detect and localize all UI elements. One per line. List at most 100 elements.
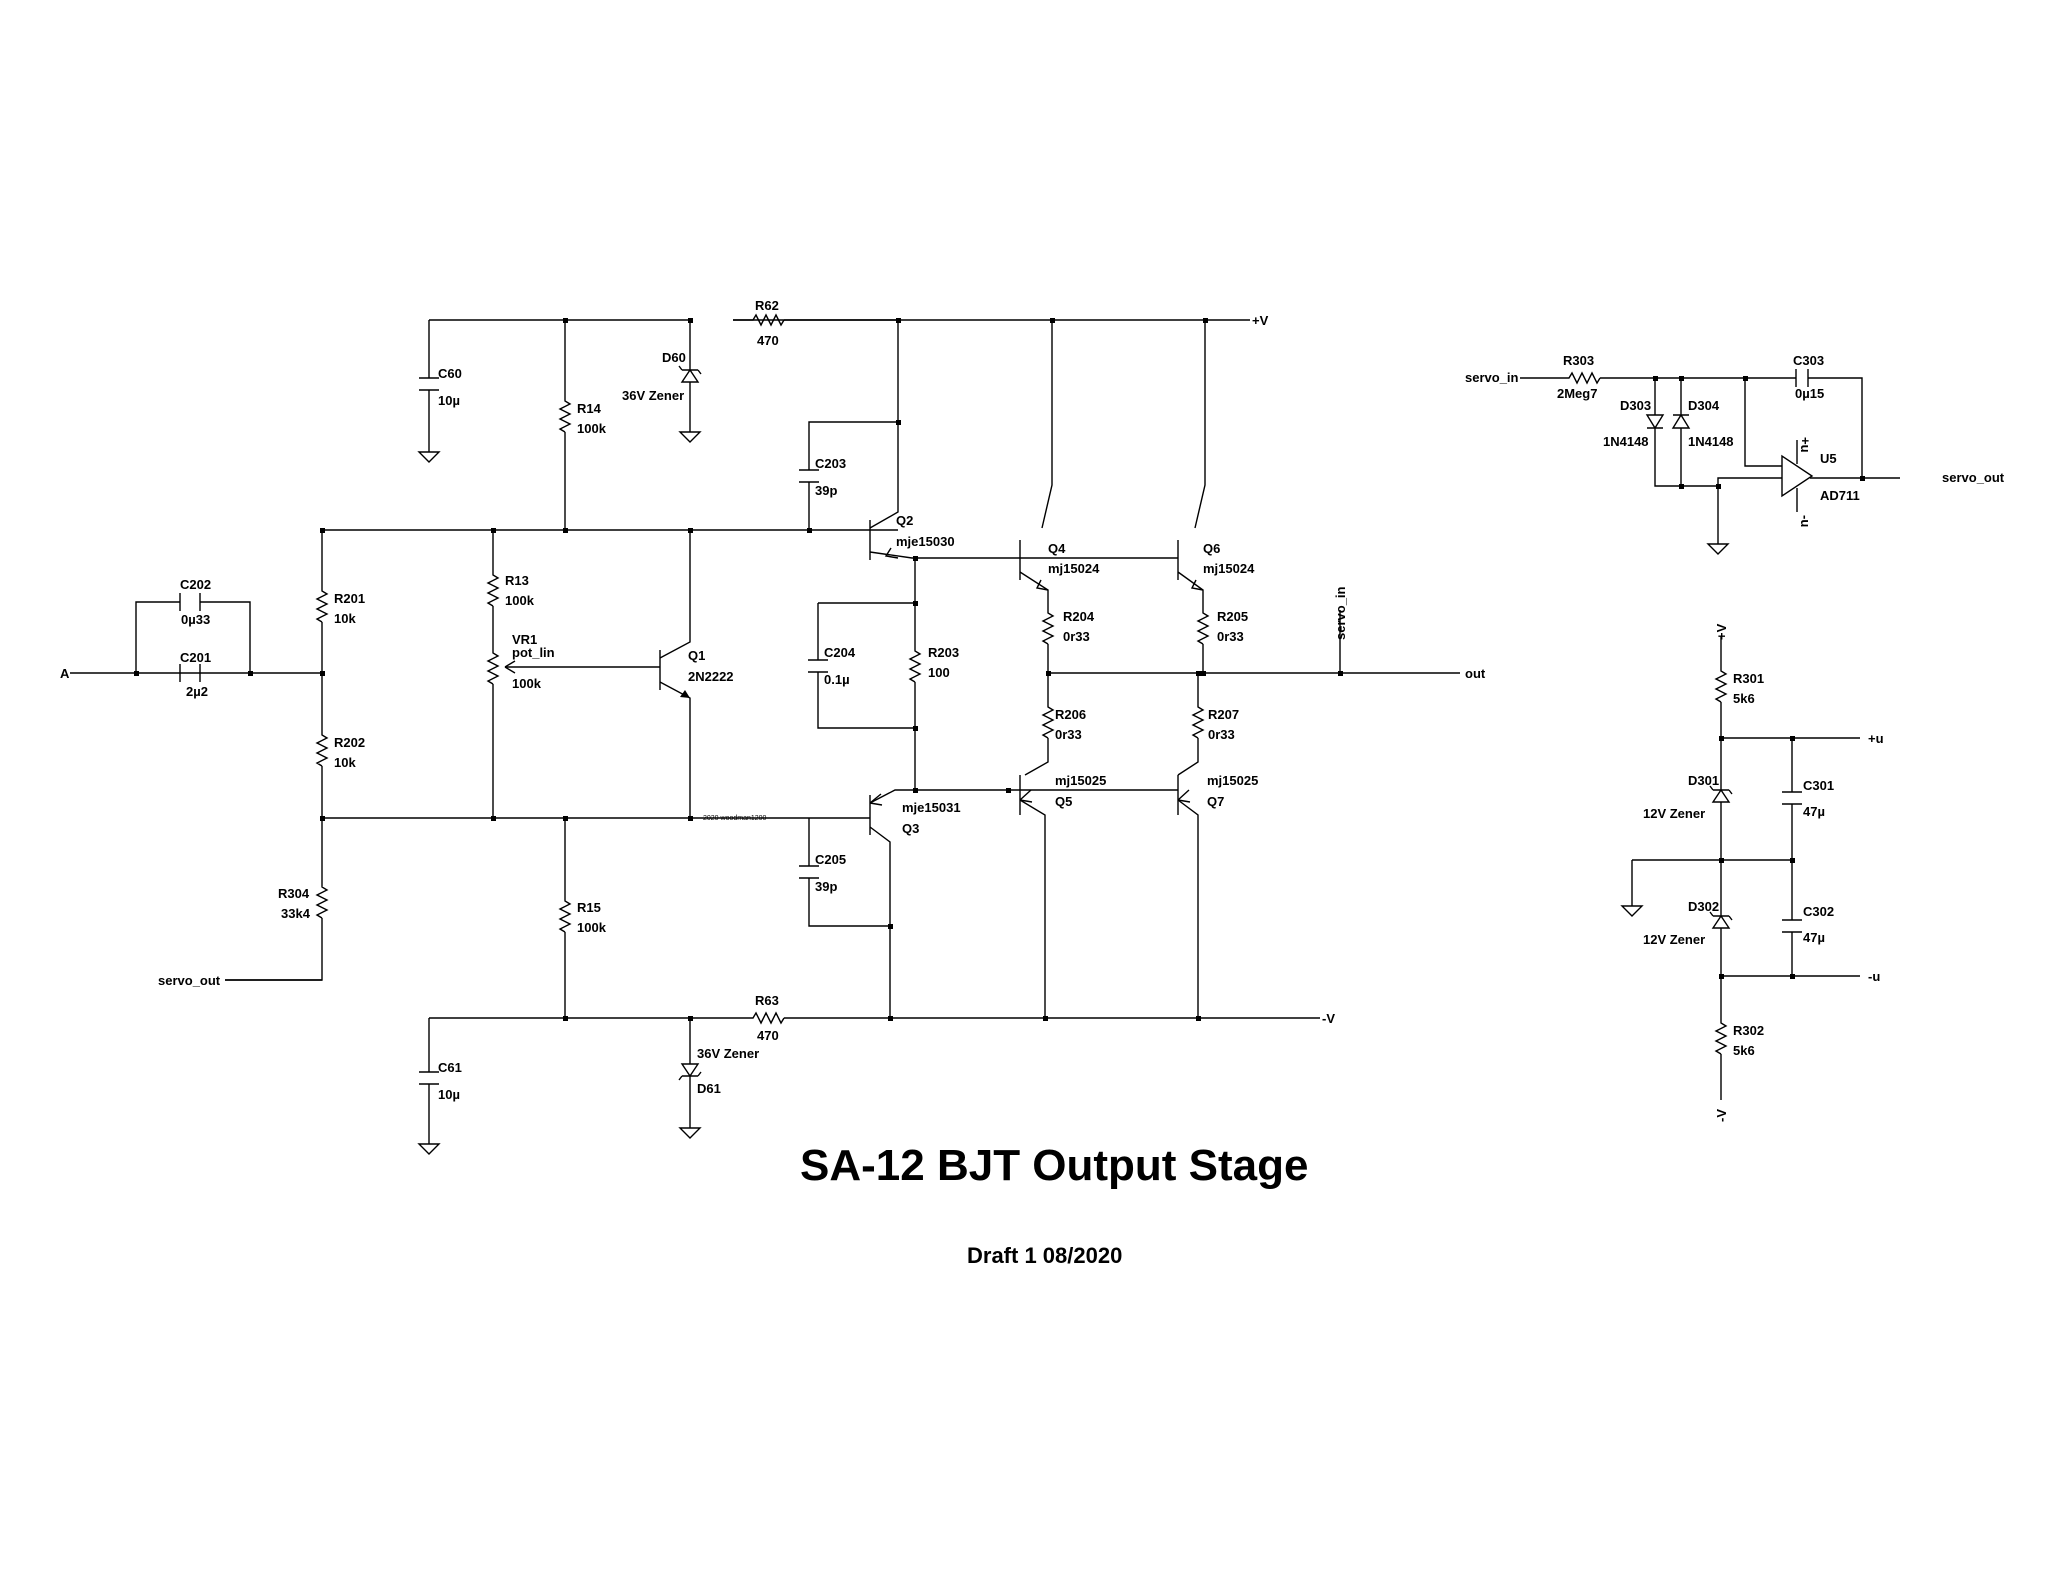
- junction-dots: [134, 318, 1343, 1021]
- c303-ref: C303: [1793, 353, 1824, 368]
- component-labels: +V -V A out servo_out servo_in servo_in …: [60, 298, 2005, 1122]
- q2-value: mje15030: [896, 534, 955, 549]
- r301-value: 5k6: [1733, 691, 1755, 706]
- c60-value: 10µ: [438, 393, 460, 408]
- q4-value: mj15024: [1048, 561, 1100, 576]
- r13-ref: R13: [505, 573, 529, 588]
- q7-ref: Q7: [1207, 794, 1224, 809]
- c303-value: 0µ15: [1795, 386, 1824, 401]
- c301-value: 47µ: [1803, 804, 1825, 819]
- vr1-ref: VR1: [512, 632, 537, 647]
- u5-value: AD711: [1820, 488, 1860, 503]
- r302-ref: R302: [1733, 1023, 1764, 1038]
- c302-value: 47µ: [1803, 930, 1825, 945]
- d301-ref: D301: [1688, 773, 1719, 788]
- c204-value: 0.1µ: [824, 672, 850, 687]
- net-label-servo-out-main: servo_out: [158, 973, 221, 988]
- q6-ref: Q6: [1203, 541, 1220, 556]
- r201-value: 10k: [334, 611, 356, 626]
- net-label-servo-in: servo_in: [1465, 370, 1519, 385]
- c203-value: 39p: [815, 483, 837, 498]
- q7-value: mj15025: [1207, 773, 1258, 788]
- r301-ref: R301: [1733, 671, 1764, 686]
- c201-ref: C201: [180, 650, 211, 665]
- d304-value: 1N4148: [1688, 434, 1734, 449]
- r62-ref: R62: [755, 298, 779, 313]
- watermark: 2020 woodman1200: [703, 815, 767, 822]
- r303-value: 2Meg7: [1557, 386, 1597, 401]
- q3-value: mje15031: [902, 800, 961, 815]
- r207-value: 0r33: [1208, 727, 1235, 742]
- d60-value: 36V Zener: [622, 388, 684, 403]
- r62-value: 470: [757, 333, 779, 348]
- r203-ref: R203: [928, 645, 959, 660]
- q4-ref: Q4: [1048, 541, 1066, 556]
- r206-ref: R206: [1055, 707, 1086, 722]
- net-label-opamp-upos: +u: [1798, 437, 1813, 453]
- c60-ref: C60: [438, 366, 462, 381]
- r206-value: 0r33: [1055, 727, 1082, 742]
- d60-ref: D60: [662, 350, 686, 365]
- q2-ref: Q2: [896, 513, 913, 528]
- net-label-output: out: [1465, 666, 1486, 681]
- net-label-vneg: -V: [1322, 1011, 1335, 1026]
- rail-splitter-circuit: [1621, 636, 1860, 1100]
- r63-value: 470: [757, 1028, 779, 1043]
- q3-ref: Q3: [902, 821, 919, 836]
- r203-value: 100: [928, 665, 950, 680]
- c204-ref: C204: [824, 645, 856, 660]
- d303-ref: D303: [1620, 398, 1651, 413]
- q5-ref: Q5: [1055, 794, 1072, 809]
- r205-ref: R205: [1217, 609, 1248, 624]
- net-label-vpos: +V: [1252, 313, 1269, 328]
- d303-value: 1N4148: [1603, 434, 1649, 449]
- c202-ref: C202: [180, 577, 211, 592]
- r202-value: 10k: [334, 755, 356, 770]
- r15-value: 100k: [577, 920, 607, 935]
- r204-ref: R204: [1063, 609, 1095, 624]
- c202-value: 0µ33: [181, 612, 210, 627]
- q6-value: mj15024: [1203, 561, 1255, 576]
- q5-value: mj15025: [1055, 773, 1106, 788]
- r302-value: 5k6: [1733, 1043, 1755, 1058]
- main-wiring: [70, 319, 1460, 1140]
- r14-ref: R14: [577, 401, 602, 416]
- net-label-splitter-vpos: +V: [1714, 623, 1729, 640]
- vr1-model: pot_lin: [512, 645, 555, 660]
- r202-ref: R202: [334, 735, 365, 750]
- c61-ref: C61: [438, 1060, 462, 1075]
- net-label-input: A: [60, 666, 70, 681]
- d61-value: 36V Zener: [697, 1046, 759, 1061]
- main-components: [179, 314, 1209, 1155]
- net-label-servo-out: servo_out: [1942, 470, 2005, 485]
- d301-value: 12V Zener: [1643, 806, 1705, 821]
- net-label-servo-in-main: servo_in: [1333, 586, 1348, 640]
- c302-ref: C302: [1803, 904, 1834, 919]
- r63-ref: R63: [755, 993, 779, 1008]
- r204-value: 0r33: [1063, 629, 1090, 644]
- c203-ref: C203: [815, 456, 846, 471]
- d61-ref: D61: [697, 1081, 721, 1096]
- net-label-uneg: -u: [1868, 969, 1880, 984]
- d302-value: 12V Zener: [1643, 932, 1705, 947]
- c205-ref: C205: [815, 852, 846, 867]
- r205-value: 0r33: [1217, 629, 1244, 644]
- diagram-title: SA-12 BJT Output Stage: [800, 1141, 1309, 1190]
- net-label-splitter-vneg: -V: [1714, 1109, 1729, 1122]
- r304-ref: R304: [278, 886, 310, 901]
- r15-ref: R15: [577, 900, 601, 915]
- net-label-upos: +u: [1868, 731, 1884, 746]
- diagram-subtitle: Draft 1 08/2020: [967, 1243, 1122, 1268]
- d304-ref: D304: [1688, 398, 1720, 413]
- vr1-value: 100k: [512, 676, 542, 691]
- c205-value: 39p: [815, 879, 837, 894]
- c301-ref: C301: [1803, 778, 1834, 793]
- q1-value: 2N2222: [688, 669, 734, 684]
- u5-ref: U5: [1820, 451, 1837, 466]
- q1-ref: Q1: [688, 648, 705, 663]
- servo-circuit: [1520, 369, 1900, 555]
- r207-ref: R207: [1208, 707, 1239, 722]
- r201-ref: R201: [334, 591, 365, 606]
- c201-value: 2µ2: [186, 684, 208, 699]
